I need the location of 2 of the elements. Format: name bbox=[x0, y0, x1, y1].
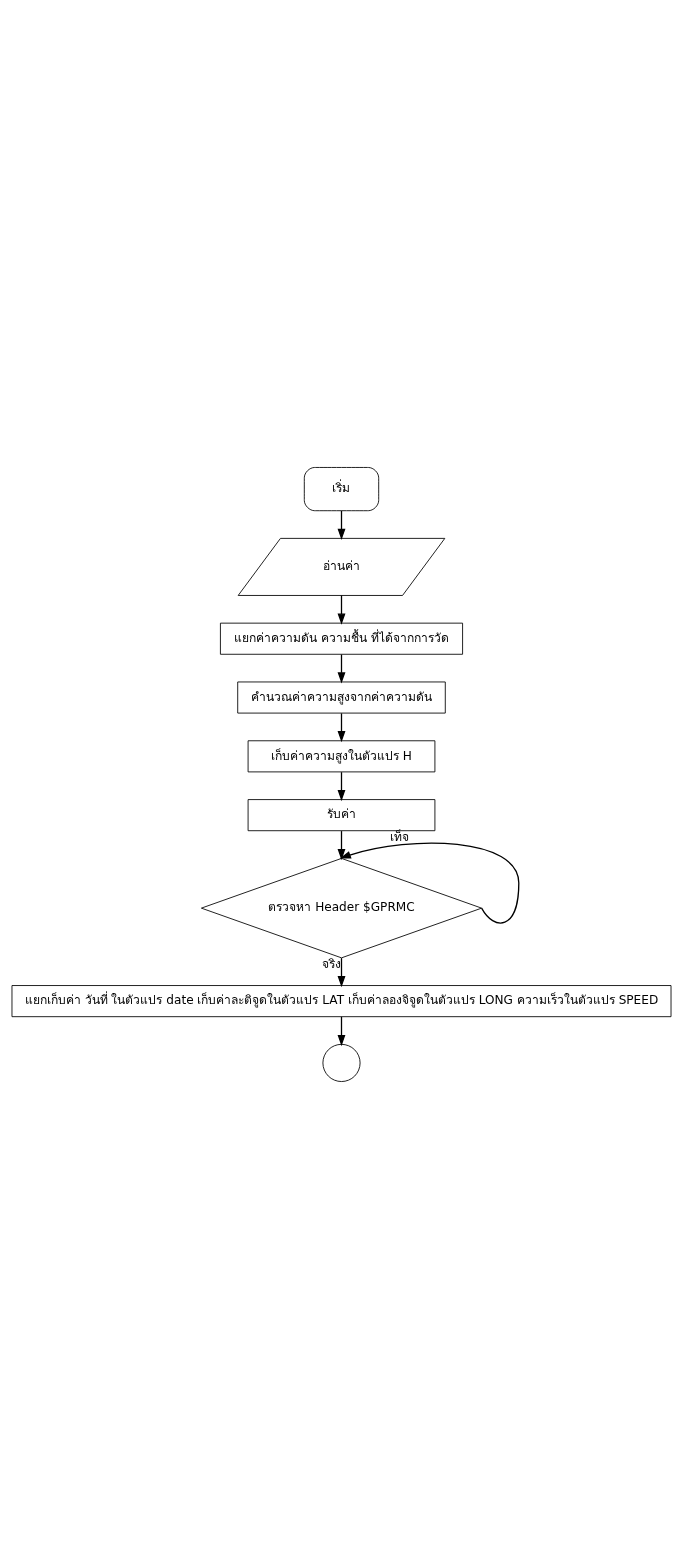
edge-label: เท็จ bbox=[389, 829, 409, 844]
edge-label: จริง bbox=[322, 957, 342, 972]
